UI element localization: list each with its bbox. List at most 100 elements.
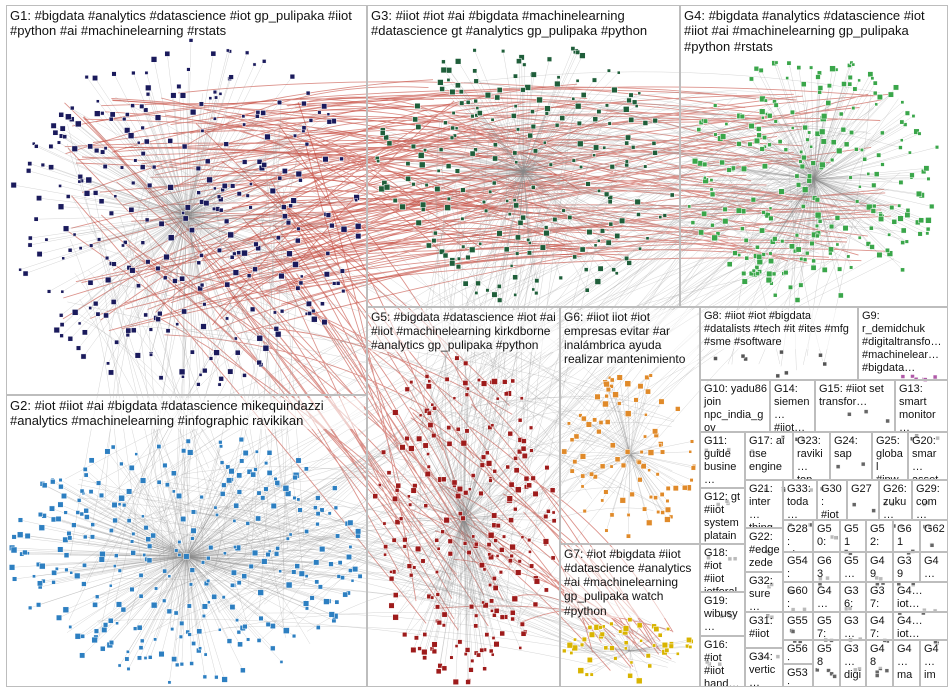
group-label: G2: #iot #iiot #ai #bigdata #datascience… [10, 398, 364, 429]
group-box-g7: G7: #iot #bigdata #iiot #datascience #an… [560, 544, 700, 687]
edges-g1 [13, 40, 359, 385]
group-box-g48: G48 [866, 640, 893, 687]
group-box-g21: G21: inter… thing… [745, 480, 783, 528]
group-box-g24: G24: sap [830, 432, 872, 480]
group-box-g54: G54: die… [783, 552, 813, 582]
group-box-g15: G15: #iiot set transfor… [815, 380, 895, 432]
group-label: G9: r_demidchuk #digitaltransfo… #machin… [862, 310, 945, 375]
group-box-g36: G36: blo… [840, 582, 866, 612]
group-label: G6: #iiot iiot #iot empresas evitar #ar … [564, 310, 697, 367]
group-box-g55: G55 [783, 612, 813, 640]
group-label: G29: com… [916, 483, 945, 519]
group-label: G20: smar… asset… [912, 435, 945, 479]
group-box-g58: G58 [813, 640, 840, 687]
group-label: G10: yadu86 join npc_india_gov #webinar… [704, 383, 767, 431]
group-box-g29: G29: com… [912, 480, 948, 520]
group-box-g31: G31: #iiot… [745, 612, 783, 648]
group-box-g10: G10: yadu86 join npc_india_gov #webinar… [700, 380, 770, 432]
group-box-g4d: G4… ma… [893, 640, 920, 687]
group-label: G23: raviki… top… [797, 435, 827, 479]
group-box-g60: G60: tele… [783, 582, 813, 612]
group-label: G61 [897, 523, 917, 549]
nodes-g1 [10, 37, 362, 387]
group-label: G37: #4… [870, 585, 890, 611]
group-label: G4… iot… [897, 615, 945, 639]
group-label: G4… iot… [897, 585, 945, 611]
group-label: G27 [851, 483, 876, 496]
group-label: G13: smart monitor… [899, 383, 945, 431]
group-box-g5: G5: #bigdata #datascience #iot #ai #iiot… [367, 307, 560, 687]
group-box-g1: G1: #bigdata #analytics #datascience #io… [6, 5, 367, 395]
nodes-g55 [789, 628, 796, 634]
group-label: G30: #iot… [821, 483, 844, 519]
group-label: G7: #iot #bigdata #iiot #datascience #an… [564, 547, 697, 618]
group-label: G55 [787, 615, 810, 628]
group-box-g5x: G5… big… [840, 552, 866, 582]
group-label: G25: global #ipw… [876, 435, 905, 479]
group-box-g53: G53: co… [783, 664, 813, 687]
group-box-g8: G8: #iiot #iot #bigdata #datalists #tech… [700, 307, 858, 380]
group-label: G3… digi… [844, 643, 863, 686]
group-box-g37: G37: #4… [866, 582, 893, 612]
group-label: G5: #bigdata #datascience #iot #ai #iiot… [371, 310, 560, 353]
group-box-g62: G62 [920, 520, 948, 552]
nodes-g6 [561, 373, 697, 539]
group-box-g32: G32: sure… [745, 572, 783, 612]
group-box-g6: G6: #iiot iiot #iot empresas evitar #ar … [560, 307, 700, 544]
group-box-g17: G17: ai use engine… [745, 432, 793, 480]
group-label: G5… big… [844, 555, 863, 581]
nodes-g2 [8, 436, 363, 685]
group-label: G4: #bigdata #analytics #datascience #io… [684, 8, 945, 54]
group-box-g63: G63 [813, 552, 840, 582]
nodes-g8 [713, 349, 827, 379]
group-label: G26: zuku… [883, 483, 910, 520]
group-label: G4… #4… [817, 585, 837, 611]
group-label: G15: #iiot set transfor… [819, 383, 892, 409]
group-box-g19: G19: wibusy… develo… [700, 592, 745, 636]
group-label: G60: tele… [787, 585, 810, 611]
group-box-g51: G51 [840, 520, 866, 552]
group-box-g4b: G4… iot… [893, 582, 948, 612]
group-box-g57: G57: acc… [813, 612, 840, 640]
group-box-g11: G11: guide busine… need… [700, 432, 745, 488]
nodes-g48 [874, 669, 880, 678]
group-label: G34: vertic… [749, 651, 780, 686]
group-label: G58 [817, 643, 837, 669]
group-label: G33: toda… [787, 483, 814, 520]
nodes-g24 [835, 461, 866, 469]
nodes-g62 [929, 542, 935, 548]
group-label: G4… kn… [924, 555, 945, 581]
group-box-g56: G56: join… [783, 640, 813, 664]
group-label: G31: #iiot… [749, 615, 780, 647]
group-box-g18: G18: #iot #iiot iotforal… [700, 544, 745, 592]
group-label: G48 [870, 643, 890, 669]
group-label: G3: #iiot #iot #ai #bigdata #machinelear… [371, 8, 677, 39]
group-box-g33: G33: toda… [783, 480, 817, 520]
group-label: G3… inn… [844, 615, 863, 639]
group-box-g26: G26: zuku… [879, 480, 912, 520]
group-box-g13: G13: smart monitor… [895, 380, 948, 432]
group-box-g20: G20: smar… asset… [908, 432, 948, 480]
group-box-g4e: G4… im… [920, 640, 948, 687]
group-label: G12: gt #iiot system platain… [704, 491, 742, 543]
group-box-g4c: G4… iot… [893, 612, 948, 640]
nodes-g3 [374, 46, 675, 303]
group-label: G49 [870, 555, 890, 581]
group-label: G63 [817, 555, 837, 581]
group-box-g34: G34: vertic… [745, 648, 783, 687]
group-box-g4x: G4… kn… [920, 552, 948, 582]
edges-g2 [11, 439, 361, 683]
group-box-g39: G39 [893, 552, 920, 582]
group-label: G21: inter… thing… [749, 483, 780, 527]
group-box-g23: G23: raviki… top… [793, 432, 830, 480]
group-label: G47: dat… [870, 615, 890, 639]
group-label: G8: #iiot #iot #bigdata #datalists #tech… [704, 310, 855, 349]
group-label: G57: acc… [817, 615, 837, 639]
group-box-g52: G52: mo… [866, 520, 893, 552]
group-label: G39 [897, 555, 917, 581]
group-label: G19: wibusy… develo… [704, 595, 742, 635]
group-label: G16: #iot #iiot hand… [704, 639, 742, 686]
nodes-g5 [372, 355, 557, 685]
group-label: G4… im… [924, 643, 945, 686]
